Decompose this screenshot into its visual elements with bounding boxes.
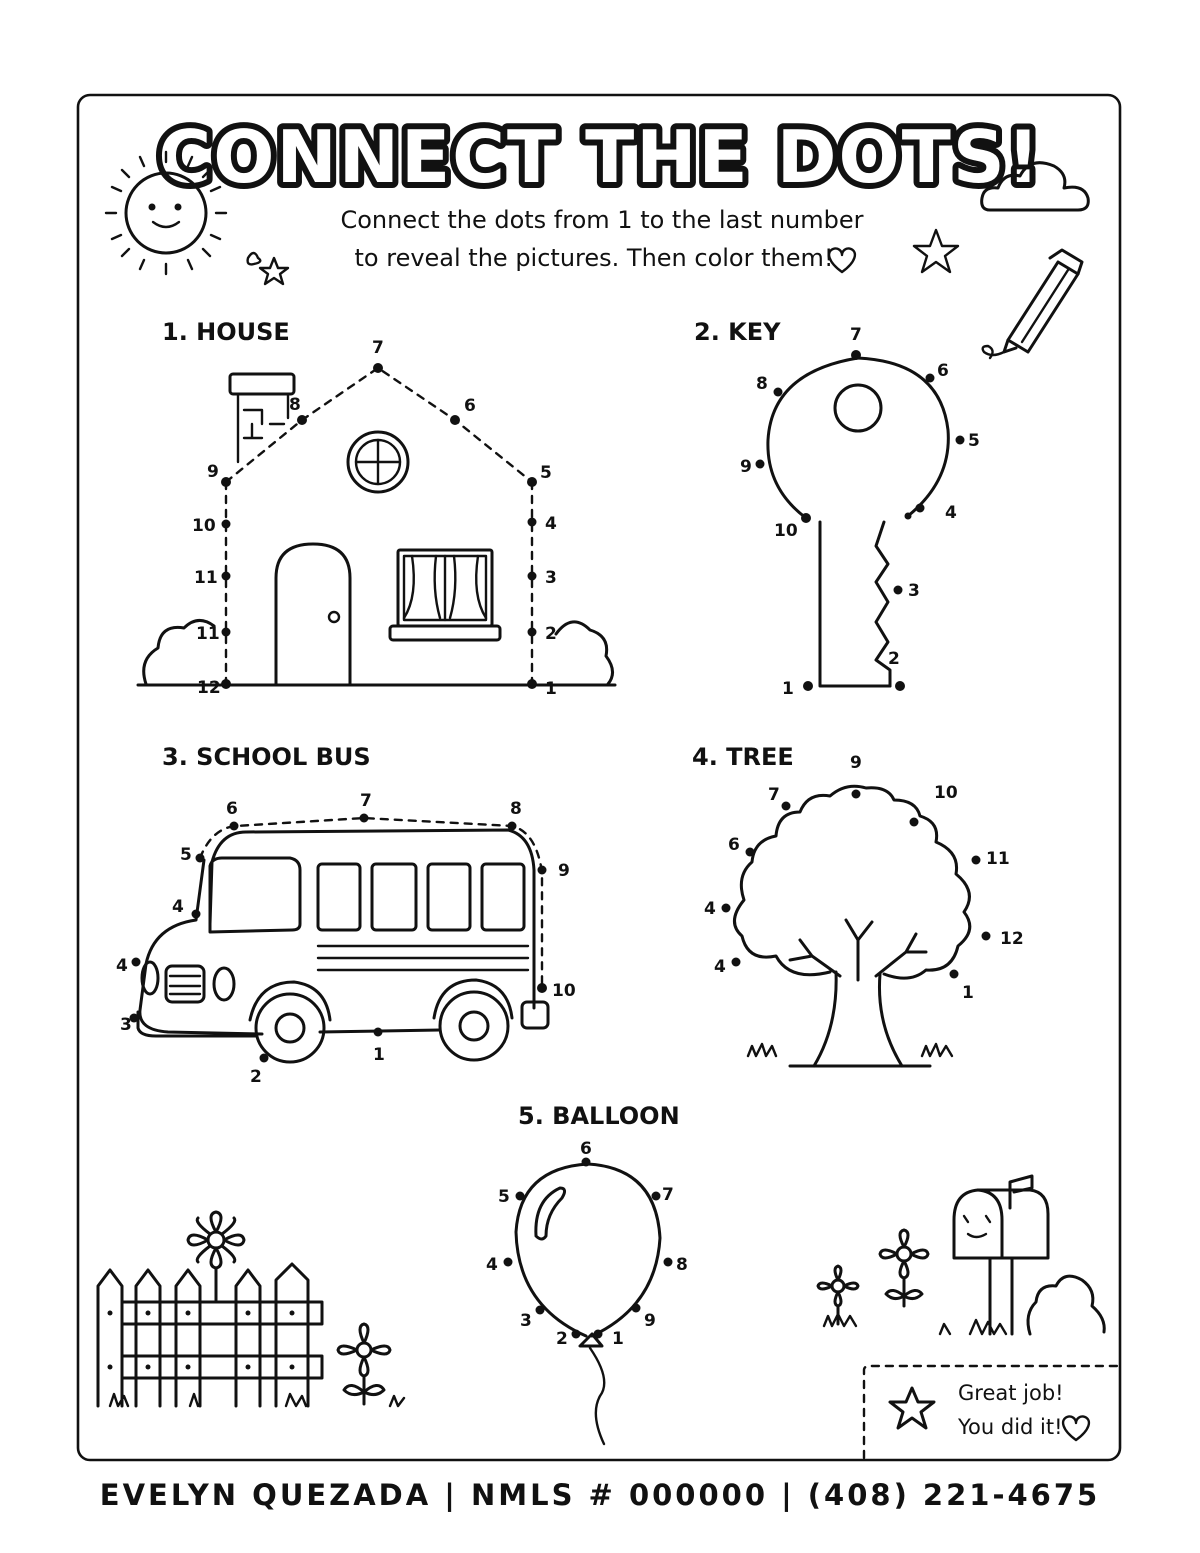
svg-text:9: 9	[850, 753, 862, 773]
svg-text:6: 6	[464, 396, 476, 416]
star-icon	[258, 256, 290, 286]
badge-line-2: You did it!	[957, 1415, 1063, 1439]
svg-text:2: 2	[888, 649, 900, 669]
balloon-puzzle: 1 2 3 4 5 6 7 8 9	[486, 1139, 688, 1446]
section-title-house: 1. HOUSE	[162, 318, 290, 346]
svg-text:8: 8	[756, 374, 768, 394]
svg-text:12: 12	[197, 678, 221, 698]
star-icon	[888, 1386, 936, 1430]
svg-text:4: 4	[704, 899, 716, 919]
mailbox-icon	[938, 1174, 1050, 1336]
school-bus-puzzle: 1 2 3 4 4 5 6 7 8 9 10	[116, 791, 576, 1087]
cloud-icon	[980, 161, 1090, 212]
section-title-key: 2. KEY	[694, 318, 781, 346]
svg-text:11: 11	[986, 849, 1010, 869]
svg-text:6: 6	[580, 1139, 592, 1159]
flower-icon	[816, 1264, 860, 1328]
instructions-line-2: to reveal the pictures. Then color them!	[355, 244, 834, 272]
svg-text:7: 7	[662, 1185, 674, 1205]
svg-text:6: 6	[226, 799, 238, 819]
key-puzzle: 1 2 3 4 5 6 7 8 9 10	[740, 325, 980, 699]
badge-line-1: Great job!	[958, 1381, 1064, 1405]
footer-contact: EVELYN QUEZADA | NMLS # 000000 | (408) 2…	[99, 1478, 1101, 1512]
svg-text:2: 2	[545, 624, 557, 644]
section-title-tree: 4. TREE	[692, 743, 794, 771]
heart-icon	[1061, 1415, 1091, 1442]
svg-text:7: 7	[360, 791, 372, 811]
svg-text:3: 3	[120, 1015, 132, 1035]
svg-text:10: 10	[192, 516, 216, 536]
svg-text:2: 2	[556, 1329, 568, 1349]
svg-text:8: 8	[510, 799, 522, 819]
svg-text:6: 6	[728, 835, 740, 855]
pencil-icon	[981, 248, 1084, 360]
flower-icon	[336, 1322, 406, 1408]
svg-text:1: 1	[373, 1045, 385, 1065]
tree-puzzle: 1 12 11 10 9 7 6 4 4	[704, 753, 1024, 1068]
page-title: CONNECT THE DOTS!	[158, 115, 1041, 199]
svg-text:9: 9	[740, 457, 752, 477]
svg-text:3: 3	[545, 568, 557, 588]
fence-icon	[96, 1262, 324, 1408]
svg-text:9: 9	[644, 1311, 656, 1331]
bush-icon	[1026, 1274, 1106, 1336]
svg-text:6: 6	[937, 361, 949, 381]
svg-text:3: 3	[520, 1311, 532, 1331]
svg-text:10: 10	[934, 783, 958, 803]
svg-text:1: 1	[612, 1329, 624, 1349]
svg-text:8: 8	[289, 395, 301, 415]
svg-text:9: 9	[558, 861, 570, 881]
svg-text:2: 2	[250, 1067, 262, 1087]
svg-text:7: 7	[372, 338, 384, 358]
svg-text:12: 12	[1000, 929, 1024, 949]
house-puzzle: 1 2 3 4 5 6 7 8 9 10 11 11 12	[136, 338, 617, 699]
svg-text:4: 4	[116, 956, 128, 976]
svg-text:7: 7	[768, 785, 780, 805]
svg-text:11: 11	[196, 624, 220, 644]
section-title-school-bus: 3. SCHOOL BUS	[162, 743, 371, 771]
svg-text:5: 5	[540, 463, 552, 483]
svg-text:9: 9	[207, 462, 219, 482]
svg-text:5: 5	[968, 431, 980, 451]
instructions-line-1: Connect the dots from 1 to the last numb…	[340, 206, 863, 234]
svg-text:11: 11	[194, 568, 218, 588]
bush-icon	[142, 619, 216, 686]
svg-text:3: 3	[908, 581, 920, 601]
svg-text:10: 10	[774, 521, 798, 541]
svg-text:4: 4	[945, 503, 957, 523]
bush-icon	[554, 620, 614, 686]
flower-icon	[878, 1228, 930, 1308]
svg-text:7: 7	[850, 325, 862, 345]
svg-text:1: 1	[962, 983, 974, 1003]
svg-text:10: 10	[552, 981, 576, 1001]
star-icon	[912, 228, 960, 274]
section-title-balloon: 5. BALLOON	[518, 1102, 680, 1130]
svg-text:4: 4	[545, 514, 557, 534]
great-job-badge: Great job! You did it!	[862, 1364, 1122, 1460]
svg-text:1: 1	[545, 679, 557, 699]
heart-icon	[827, 247, 857, 274]
page-frame	[76, 93, 1122, 1462]
sun-icon	[104, 150, 228, 276]
svg-text:8: 8	[676, 1255, 688, 1275]
sparkle-icon	[246, 251, 262, 266]
svg-text:4: 4	[714, 957, 726, 977]
svg-text:5: 5	[180, 845, 192, 865]
svg-text:5: 5	[498, 1187, 510, 1207]
svg-text:4: 4	[172, 897, 184, 917]
svg-text:4: 4	[486, 1255, 498, 1275]
svg-text:1: 1	[782, 679, 794, 699]
flower-icon	[186, 1210, 246, 1302]
